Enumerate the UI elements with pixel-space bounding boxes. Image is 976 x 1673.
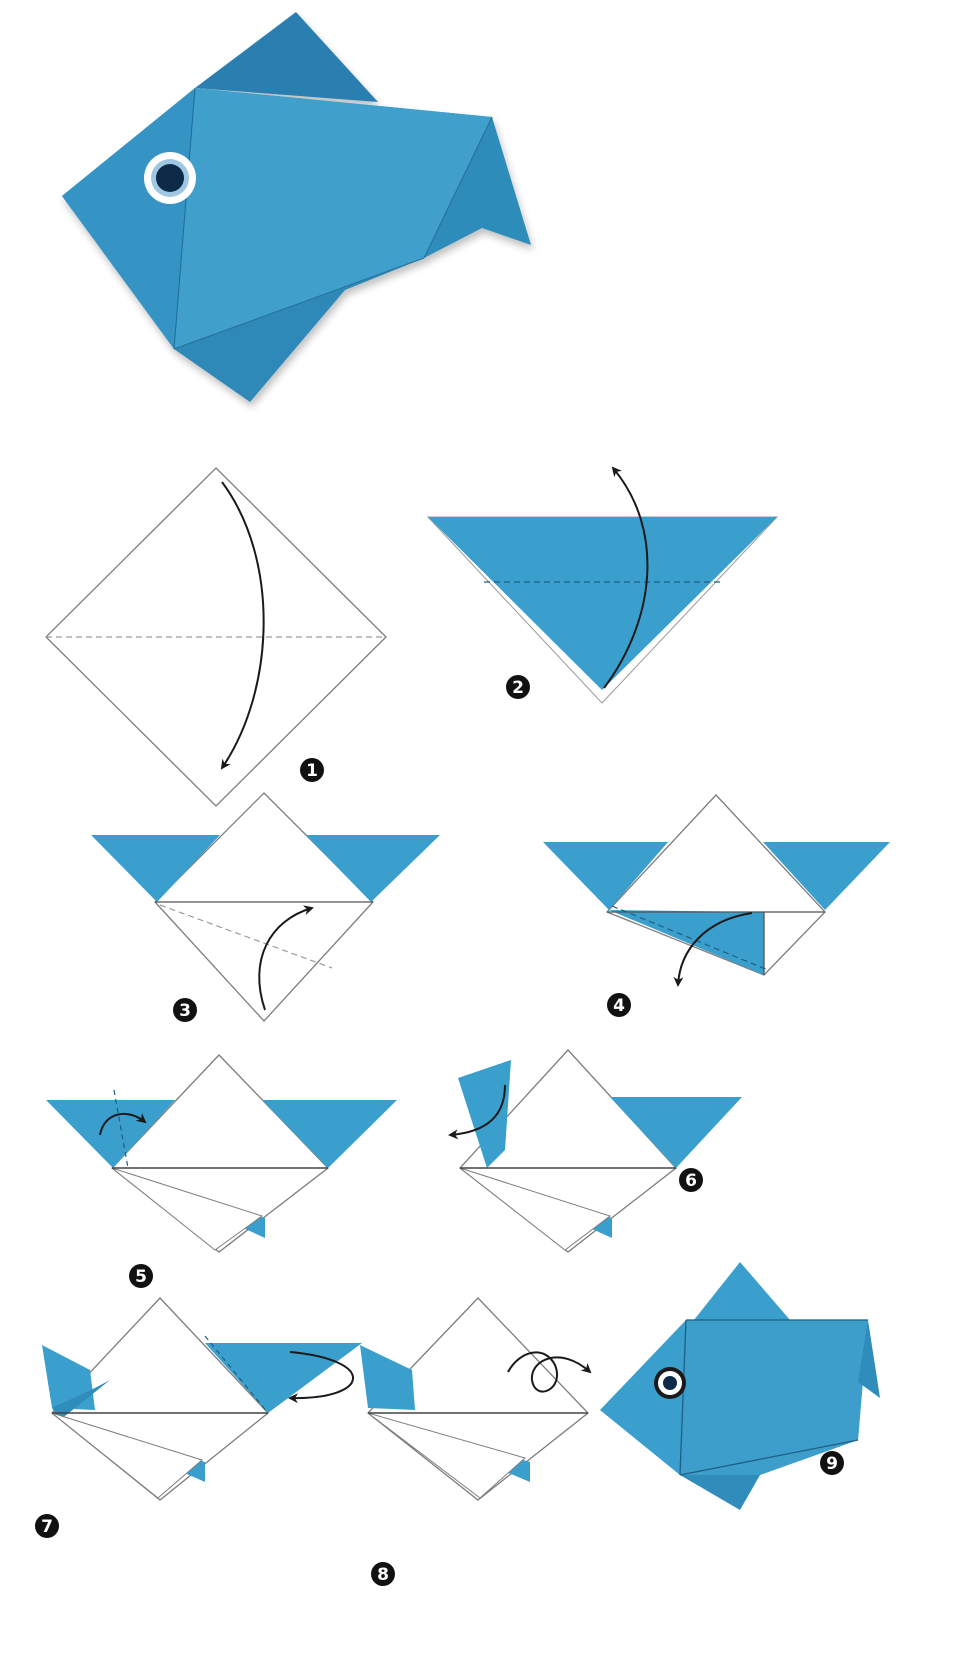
step-number: 7	[41, 1517, 53, 1537]
step-badge: 6	[679, 1168, 703, 1192]
step-3-diagram	[91, 793, 440, 1021]
step-badge: 9	[820, 1451, 844, 1475]
step-number: 6	[685, 1171, 697, 1191]
step-badge: 2	[506, 675, 530, 699]
finished-fish-photo	[62, 12, 531, 402]
step-8-diagram	[360, 1298, 590, 1500]
step-badge: 4	[607, 993, 631, 1017]
step-2-diagram	[428, 468, 777, 703]
step-7-diagram	[42, 1298, 362, 1500]
step-5-diagram	[46, 1055, 397, 1252]
step-badge: 1	[300, 758, 324, 782]
fish-eye-icon	[654, 1367, 686, 1399]
fish-eye-icon	[144, 152, 196, 204]
step-badge: 5	[129, 1264, 153, 1288]
fish-head-facet	[62, 88, 195, 349]
fish-top-fin	[195, 12, 378, 102]
step-number: 8	[377, 1565, 389, 1585]
step-6-diagram	[450, 1050, 742, 1252]
step-number: 2	[512, 678, 524, 698]
step-number: 1	[306, 761, 318, 781]
step-number: 9	[826, 1454, 838, 1474]
step-4-diagram	[543, 795, 890, 985]
step-1-diagram	[46, 468, 386, 806]
step-badge: 7	[35, 1514, 59, 1538]
step-number: 4	[613, 996, 625, 1016]
step-number: 5	[135, 1267, 147, 1287]
step-badge: 3	[173, 998, 197, 1022]
step-number: 3	[179, 1001, 191, 1021]
step-badge: 8	[371, 1562, 395, 1586]
